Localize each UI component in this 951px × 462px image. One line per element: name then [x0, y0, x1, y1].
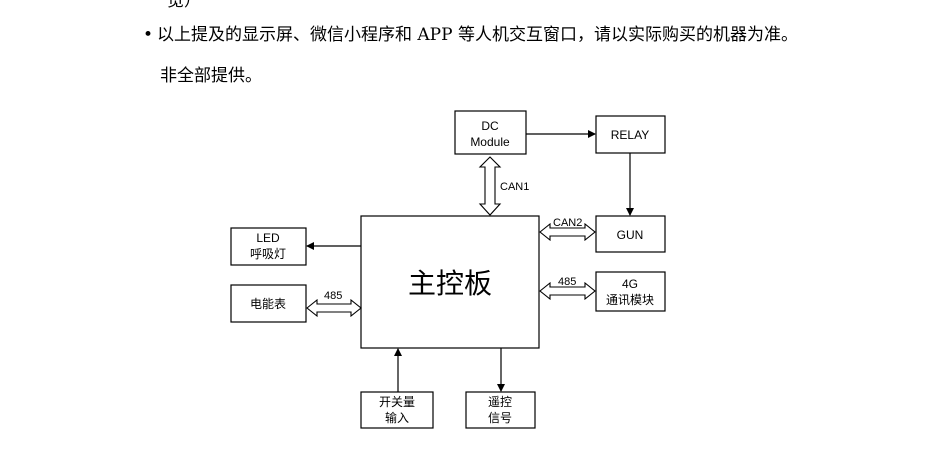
comm-4g-box	[595, 271, 666, 312]
document-text: 一览） •以上提及的显示屏、微信小程序和 APP 等人机交互窗口，请以实际购买的…	[0, 0, 951, 100]
switch-input-label-line1: 开关量	[379, 395, 415, 409]
relay-label: RELAY	[611, 128, 649, 142]
remote-signal-label-line1: 遥控	[488, 395, 512, 409]
rs485-right-double-arrow	[539, 281, 596, 301]
rs485-left-label: 485	[324, 290, 342, 302]
can1-label: CAN1	[500, 181, 529, 193]
main-board-label: 主控板	[408, 268, 492, 299]
dc-module-box	[454, 110, 527, 155]
led-label-line2: 呼吸灯	[250, 247, 286, 261]
rs485-left-double-arrow	[306, 298, 362, 318]
bullet-paragraph: •以上提及的显示屏、微信小程序和 APP 等人机交互窗口，请以实际购买的机器为准…	[143, 20, 798, 45]
relay-box	[595, 115, 666, 154]
bullet-text: 以上提及的显示屏、微信小程序和 APP 等人机交互窗口，请以实际购买的机器为准。	[157, 25, 798, 45]
comm-4g-label-line2: 通讯模块	[606, 293, 654, 307]
meter-label: 电能表	[250, 297, 286, 311]
dc-module-label-line2: Module	[470, 135, 510, 149]
comm-4g-label-line1: 4G	[622, 277, 638, 291]
bullet-dot-icon: •	[143, 25, 154, 45]
switch-input-label-line2: 输入	[385, 410, 409, 425]
switch-input-box	[360, 391, 434, 429]
can2-double-arrow	[539, 222, 596, 242]
cut-off-text-line: 一览）	[150, 0, 201, 11]
can1-double-arrow	[478, 156, 502, 216]
meter-box	[230, 284, 307, 323]
led-label-line1: LED	[256, 231, 280, 245]
can2-label: CAN2	[553, 217, 582, 229]
continuation-text: 非全部提供。	[160, 66, 262, 86]
dc-module-label-line1: DC	[481, 119, 499, 133]
main-board-box	[360, 215, 540, 349]
remote-signal-box	[465, 391, 536, 429]
remote-signal-label-line2: 信号	[488, 411, 512, 425]
gun-box	[595, 215, 666, 253]
rs485-right-label: 485	[558, 276, 576, 288]
gun-label: GUN	[617, 228, 644, 242]
